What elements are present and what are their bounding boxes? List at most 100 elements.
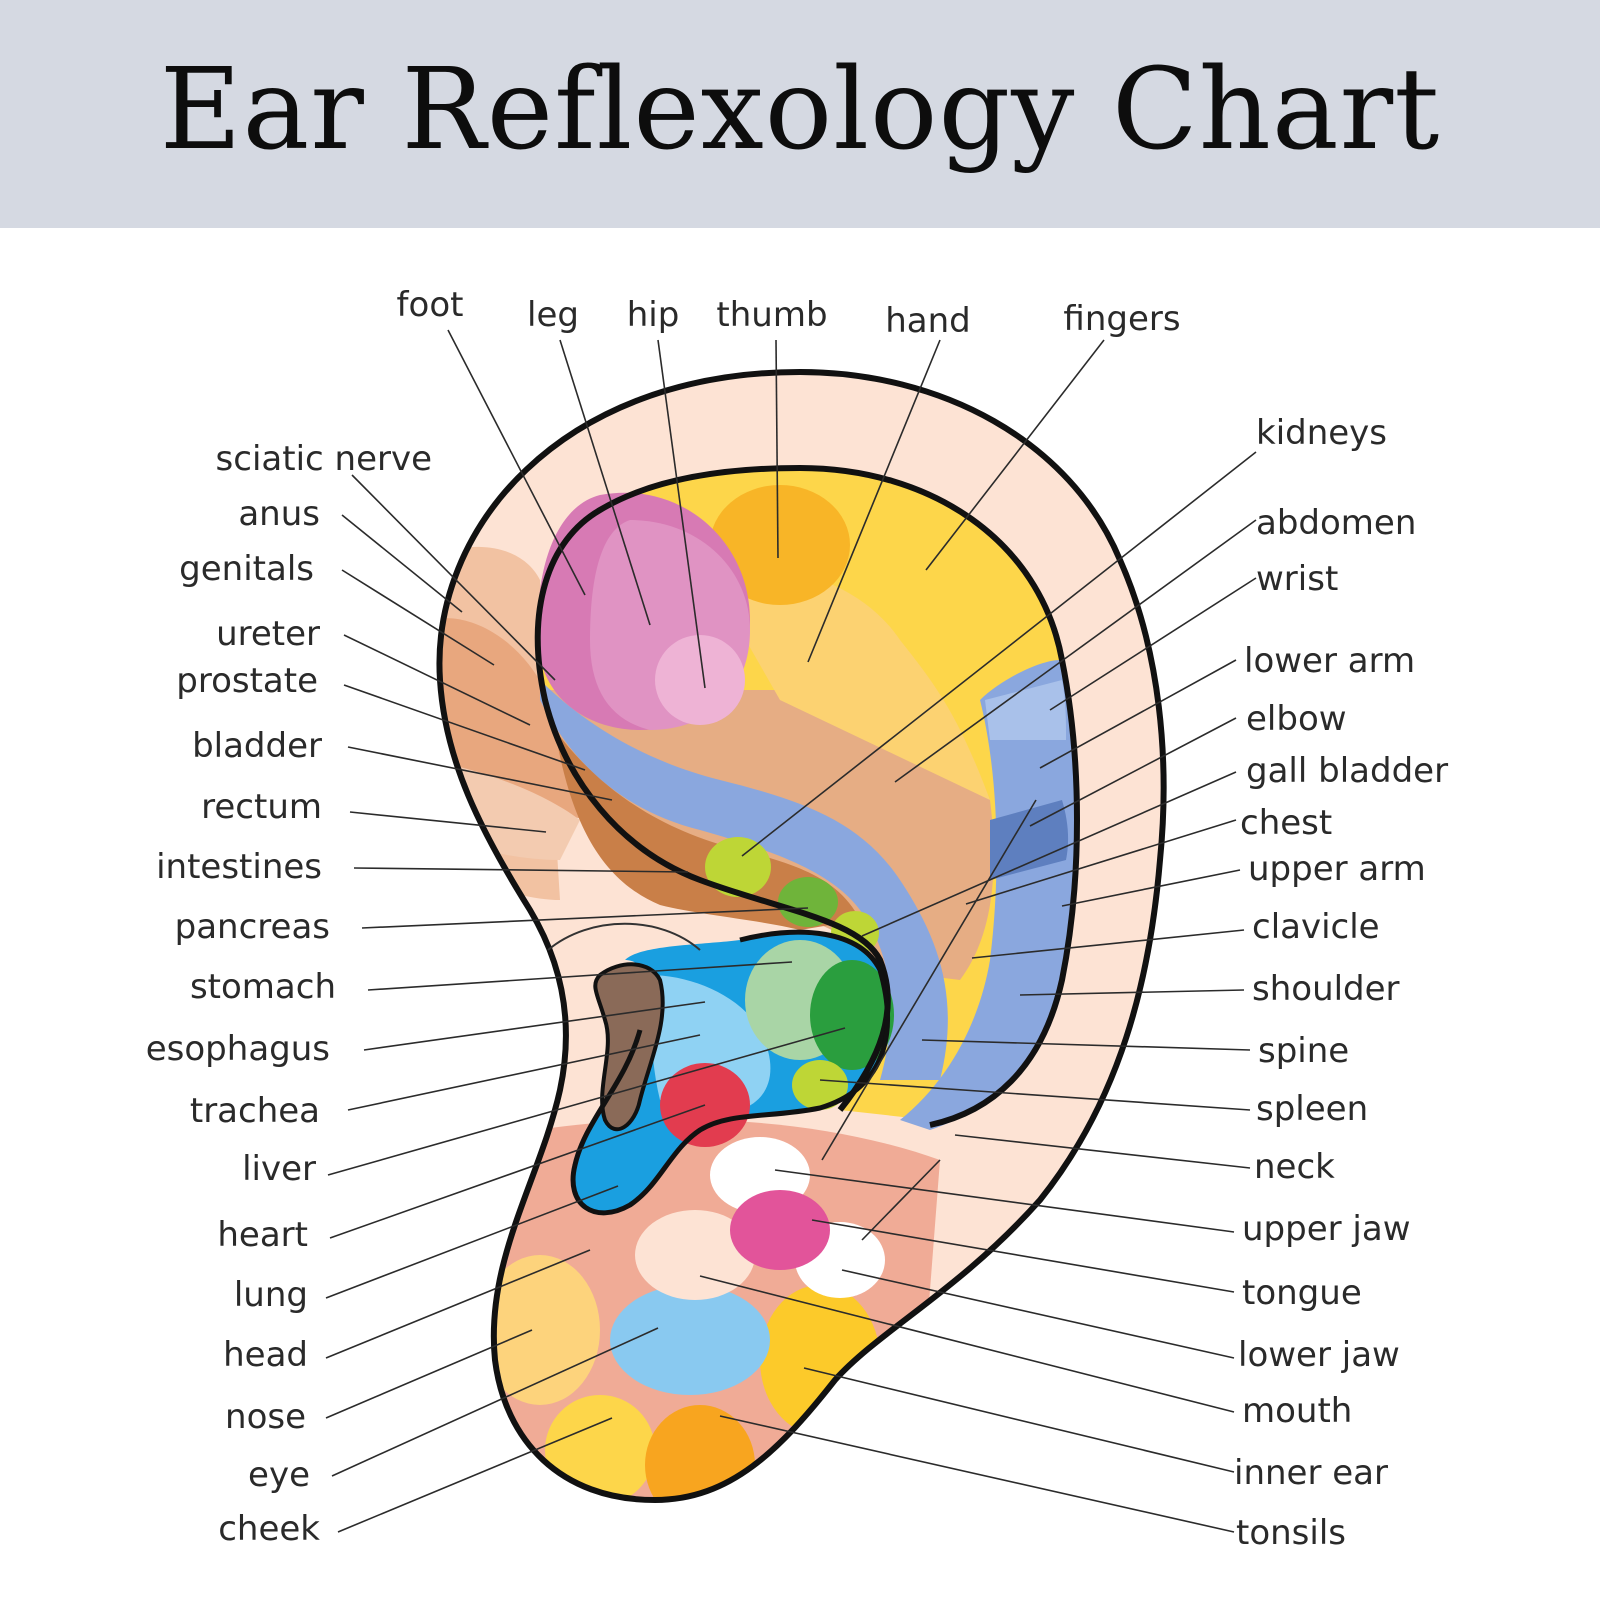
leader-esophagus [363,1001,706,1051]
label-upper-jaw: upper jaw [1242,1209,1411,1249]
leader-intestines [353,867,689,873]
label-tongue: tongue [1242,1273,1362,1313]
label-pancreas: pancreas [175,907,330,947]
label-nose: nose [225,1397,306,1437]
tongue-zone [730,1190,830,1270]
label-hip: hip [627,295,680,335]
page-title: Ear Reflexology Chart [159,45,1441,175]
arm-band [900,660,1075,1130]
leader-clavicle [971,929,1245,959]
label-kidneys: kidneys [1256,413,1387,453]
label-elbow: elbow [1246,699,1347,739]
leader-lower-arm [1039,659,1237,769]
leader-ureter [343,634,531,726]
leader-eye [331,1327,659,1477]
leader-upper-jaw [774,1169,1235,1233]
label-fingers: fingers [1063,299,1180,339]
thumb-zone [710,485,850,605]
hand-zone [700,560,990,800]
leader-inner-ear [803,1367,1235,1473]
leader-elbow [1029,717,1237,827]
label-lower-jaw: lower jaw [1238,1335,1400,1375]
label-spine: spine [1258,1031,1349,1071]
antihelix-outline [534,465,891,1112]
label-stomach: stomach [190,967,336,1007]
spine-band [540,680,948,1080]
helix-inner-outline [799,465,1080,1128]
leader-wrist [1049,577,1257,711]
label-sciatic-nerve: sciatic nerve [216,439,432,479]
leader-cheek [337,1417,613,1533]
leader-leg [559,339,651,626]
label-gall-bladder: gall bladder [1246,751,1448,791]
leader-lines [325,329,1257,1533]
leader-lung [325,1185,619,1299]
label-ureter: ureter [216,614,320,654]
label-neck: neck [1254,1147,1335,1187]
leader-rectum [349,811,547,833]
leader-spine [921,1039,1251,1051]
leader-abdomen [894,519,1257,783]
label-eye: eye [248,1455,310,1495]
leader-nose [325,1329,533,1419]
label-lung: lung [234,1275,308,1315]
label-intestines: intestines [156,847,322,887]
leader-chest-tail [821,799,1037,1161]
genital-zone [439,618,600,820]
label-inner-ear: inner ear [1234,1453,1388,1493]
cheek-zone [545,1395,655,1500]
label-upper-arm: upper arm [1248,849,1426,889]
leader-genitals [341,569,495,666]
leader-thumb [775,339,779,559]
label-tonsils: tonsils [1236,1513,1346,1553]
intestines-spot [705,837,771,897]
leader-gall-bladder [861,771,1237,937]
ear-outer-outline [436,368,1167,1504]
label-wrist: wrist [1256,559,1338,599]
label-head: head [223,1335,308,1375]
eye-zone [610,1285,770,1395]
leader-hand [807,339,941,663]
leader-tonsils [719,1415,1235,1533]
label-clavicle: clavicle [1252,907,1380,947]
label-lower-arm: lower arm [1244,641,1415,681]
label-leg: leg [527,295,579,335]
hip-zone [655,635,745,725]
leader-kidneys [741,451,1257,857]
label-rectum: rectum [201,787,322,827]
leader-shoulder [1019,989,1245,996]
pancreas-spot [778,877,838,927]
label-thumb: thumb [716,295,827,335]
left-labels: sciatic nerve anus genitals ureter prost… [146,439,432,1549]
leader-stomach [367,961,793,991]
head-zone [635,1210,755,1300]
leader-chest [965,819,1237,905]
leader-head [325,1249,591,1359]
concha-outline [570,929,890,1216]
label-shoulder: shoulder [1252,969,1400,1009]
label-genitals: genitals [179,549,314,589]
leader-mouth [699,1275,1235,1413]
label-abdomen: abdomen [1256,503,1416,543]
leader-lower-jaw [841,1269,1235,1359]
label-heart: heart [217,1215,308,1255]
leader-upper-jaw-tail [861,1159,941,1241]
label-trachea: trachea [190,1091,320,1131]
leader-tongue [811,1219,1235,1293]
intertragic-curve [547,922,701,951]
label-mouth: mouth [1242,1391,1352,1431]
leader-spleen [819,1079,1251,1111]
wrist-zone [985,680,1066,740]
label-esophagus: esophagus [146,1029,330,1069]
leader-anus [341,514,463,613]
label-hand: hand [885,301,971,341]
ear-illustration [436,368,1167,1504]
title-banner: Ear Reflexology Chart [0,0,1600,228]
leader-neck [954,1134,1251,1169]
leader-fingers [925,339,1105,571]
spleen-spot [792,1060,848,1110]
label-bladder: bladder [192,726,322,766]
leader-bladder [347,746,613,801]
label-spleen: spleen [1256,1089,1368,1129]
